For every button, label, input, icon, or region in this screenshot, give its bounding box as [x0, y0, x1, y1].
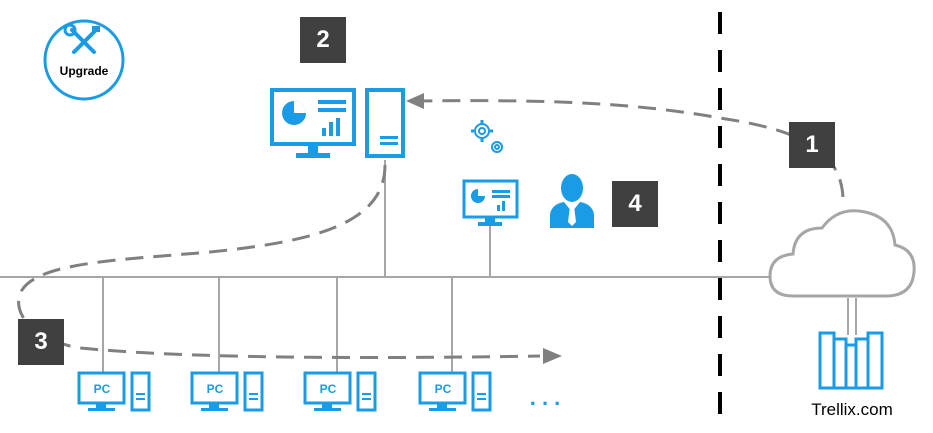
more-clients-ellipsis: . . . — [530, 385, 561, 410]
pc-label: PC — [435, 382, 452, 396]
step-badge-4: 4 — [612, 181, 658, 227]
pc-label: PC — [320, 382, 337, 396]
server-rack-icon — [818, 331, 884, 390]
step-badge-1: 1 — [789, 122, 835, 168]
step-badge-3: 3 — [18, 319, 64, 365]
pc-label: PC — [94, 382, 111, 396]
step-badge-2: 2 — [300, 17, 346, 63]
upgrade-label: Upgrade — [59, 64, 109, 78]
pc-icon: PC — [418, 371, 492, 412]
cloud-icon — [768, 209, 916, 298]
upgrade-badge — [43, 19, 125, 101]
pc-label: PC — [207, 382, 224, 396]
deploy-arrow — [17, 164, 541, 360]
gears-icon — [471, 120, 503, 153]
server-tower-icon — [365, 88, 405, 158]
admin-user-icon — [550, 174, 594, 228]
pc-icon: PC — [190, 371, 264, 412]
monitor-dashboard-icon — [462, 179, 519, 226]
trellix-label: Trellix.com — [811, 400, 893, 419]
pc-icon: PC — [77, 371, 151, 412]
arrowhead-icon — [543, 348, 562, 364]
pc-icon: PC — [303, 371, 377, 412]
arrowhead-icon — [406, 93, 424, 109]
tools-icon — [63, 23, 100, 54]
monitor-dashboard-icon — [270, 88, 356, 158]
